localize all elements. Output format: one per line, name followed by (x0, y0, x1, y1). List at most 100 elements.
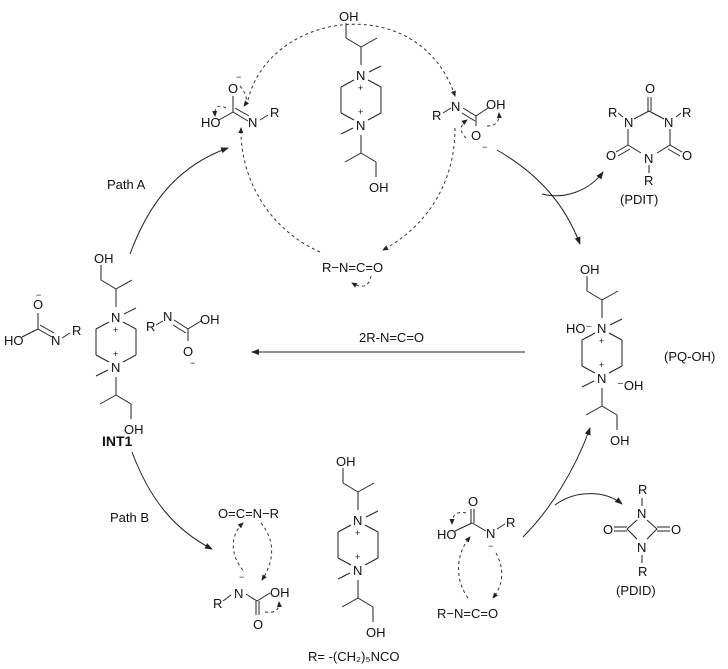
arrow-to-pq-oh (496, 149, 581, 245)
atom-r: R (638, 482, 647, 497)
hydroxide: HO⁻ (566, 321, 592, 336)
arrow-bottom-to-pq-oh (522, 427, 591, 538)
r-definition: R= -(CH₂)₅NCO (308, 649, 400, 664)
atom-n: N (356, 118, 365, 133)
charge-minus: − (236, 72, 241, 82)
int1-carbamate-left: HO O − N R (4, 290, 81, 348)
charge-minus: − (36, 290, 41, 300)
atom-r: R (638, 564, 647, 579)
charge-minus: − (482, 142, 487, 152)
atom-oh: OH (339, 9, 359, 24)
atom-o: O (671, 522, 681, 537)
int1-carbamate-right: R N OH O − (146, 309, 220, 368)
charge-minus: − (488, 541, 493, 551)
atom-n: N (486, 526, 495, 541)
atom-n: N (111, 310, 120, 325)
isocyanate-formula: R−N=C=O (437, 606, 498, 621)
carbamate-anion-right: R N OH O − (432, 97, 506, 152)
arrow-path-a (129, 147, 229, 255)
atom-o: O (468, 494, 478, 509)
atom-n: N (248, 115, 257, 130)
label-reagent: 2R-N=C=O (359, 330, 424, 345)
atom-n: N (597, 321, 606, 336)
atom-n: N (451, 99, 460, 114)
label-pdit: (PDIT) (620, 192, 658, 207)
arrow-path-b (131, 451, 213, 550)
label-path-a: Path A (107, 177, 146, 192)
atom-o: O (645, 81, 655, 96)
charge-plus: + (355, 528, 360, 538)
path-b-carbamate-right: O HO N R − R−N=C=O (437, 494, 515, 621)
atom-o: O (33, 297, 43, 312)
isocyanate-formula: O=C=N−R (218, 506, 279, 521)
atom-n: N (637, 506, 646, 521)
electron-flow-dashed-arc (238, 127, 321, 253)
atom-oh: OH (366, 625, 386, 640)
atom-o: O (471, 128, 481, 143)
atom-oh: OH (610, 433, 630, 448)
pdid-structure: R N N R O O (603, 482, 681, 579)
label-path-b: Path B (110, 510, 149, 525)
atom-n: N (597, 371, 606, 386)
atom-oh: OH (486, 97, 506, 112)
atom-r: R (213, 596, 222, 611)
atom-n: N (111, 360, 120, 375)
atom-n: N (234, 586, 243, 601)
atom-oh: OH (369, 180, 389, 195)
label-pdid: (PDID) (616, 583, 656, 598)
atom-o: O (682, 148, 692, 163)
atom-r: R (146, 319, 155, 334)
atom-r: R (72, 323, 81, 338)
atom-n: N (624, 115, 633, 130)
atom-r: R (432, 108, 441, 123)
atom-ho: HO (437, 527, 457, 542)
atom-oh: OH (336, 454, 356, 469)
atom-n: N (637, 540, 646, 555)
electron-flow-dashed-arc (382, 127, 456, 251)
charge-plus: + (355, 552, 360, 562)
atom-o: O (606, 148, 616, 163)
atom-n: N (644, 151, 653, 166)
atom-n: N (664, 115, 673, 130)
atom-o: O (603, 522, 613, 537)
atom-oh: OH (124, 422, 144, 437)
atom-r: R (608, 105, 617, 120)
atom-n: N (353, 563, 362, 578)
atom-oh: OH (580, 262, 600, 277)
isocyanate-formula: R−N=C=O (322, 260, 383, 275)
charge-plus: + (599, 360, 604, 370)
charge-plus: + (599, 336, 604, 346)
atom-oh: OH (270, 585, 290, 600)
atom-o: O (253, 617, 263, 632)
atom-n: N (51, 333, 60, 348)
carbamate-anion-left: HO O − N R (201, 72, 279, 130)
atom-n: N (353, 513, 362, 528)
charge-minus: − (239, 572, 244, 582)
electron-flow-dashed-arc (247, 23, 456, 101)
atom-o: O (183, 344, 193, 359)
arrow-to-pdid (554, 493, 623, 506)
path-b-intermediate: O=C=N−R − R N OH O (213, 506, 290, 632)
charge-plus: + (113, 325, 118, 335)
label-int1: INT1 (102, 433, 133, 449)
atom-o: O (228, 81, 238, 96)
atom-r: R (270, 105, 279, 120)
int1-piperazinium: OH N + + N OH (94, 251, 144, 437)
atom-r: R (506, 515, 515, 530)
atom-n: N (356, 68, 365, 83)
charge-plus: + (358, 83, 363, 93)
charge-minus: − (190, 358, 195, 368)
arrow-to-pdit (541, 171, 604, 197)
atom-r: R (644, 173, 653, 188)
hydroxide: ⁻OH (617, 378, 643, 393)
pq-oh-structure: OH N + + N OH HO⁻ ⁻OH (566, 262, 643, 448)
charge-plus: + (358, 107, 363, 117)
atom-oh: OH (94, 251, 114, 266)
atom-n: N (163, 309, 172, 324)
piperazinium-top: OH N + + N OH (339, 9, 389, 195)
charge-plus: + (113, 349, 118, 359)
atom-oh: OH (200, 312, 220, 327)
atom-ho: HO (4, 333, 24, 348)
atom-r: R (682, 105, 691, 120)
